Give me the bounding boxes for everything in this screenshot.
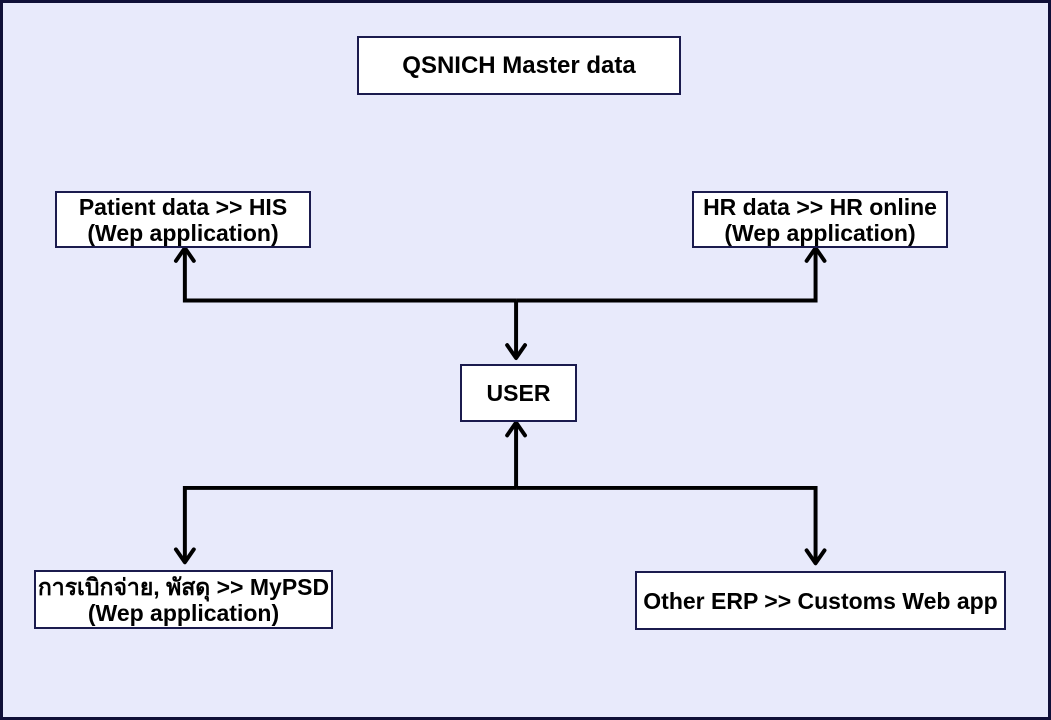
node-user: USER (460, 364, 577, 422)
node-mypsd-label: การเบิกจ่าย, พัสดุ >> MyPSD (37, 573, 330, 600)
node-patient-his-sublabel: (Wep application) (87, 219, 279, 246)
edge-to-mypsd (173, 485, 517, 565)
node-other-erp: Other ERP >> Customs Web app (635, 571, 1006, 630)
node-user-label: USER (486, 380, 551, 406)
node-hr-online: HR data >> HR online (Wep application) (692, 191, 948, 248)
node-other-erp-label: Other ERP >> Customs Web app (643, 587, 998, 614)
edge-to-other-erp (516, 485, 827, 566)
edge-to-patient (173, 245, 517, 303)
node-hr-online-label: HR data >> HR online (703, 193, 937, 220)
node-master-data-label: QSNICH Master data (402, 51, 636, 79)
node-patient-his: Patient data >> HIS (Wep application) (55, 191, 311, 248)
connector-arrows (173, 245, 827, 566)
node-master-data: QSNICH Master data (357, 36, 681, 95)
node-mypsd: การเบิกจ่าย, พัสดุ >> MyPSD (Wep applica… (34, 570, 333, 629)
node-mypsd-sublabel: (Wep application) (87, 599, 280, 626)
edge-to-hr (516, 245, 827, 303)
node-hr-online-sublabel: (Wep application) (724, 219, 916, 246)
node-patient-his-label: Patient data >> HIS (78, 193, 288, 220)
